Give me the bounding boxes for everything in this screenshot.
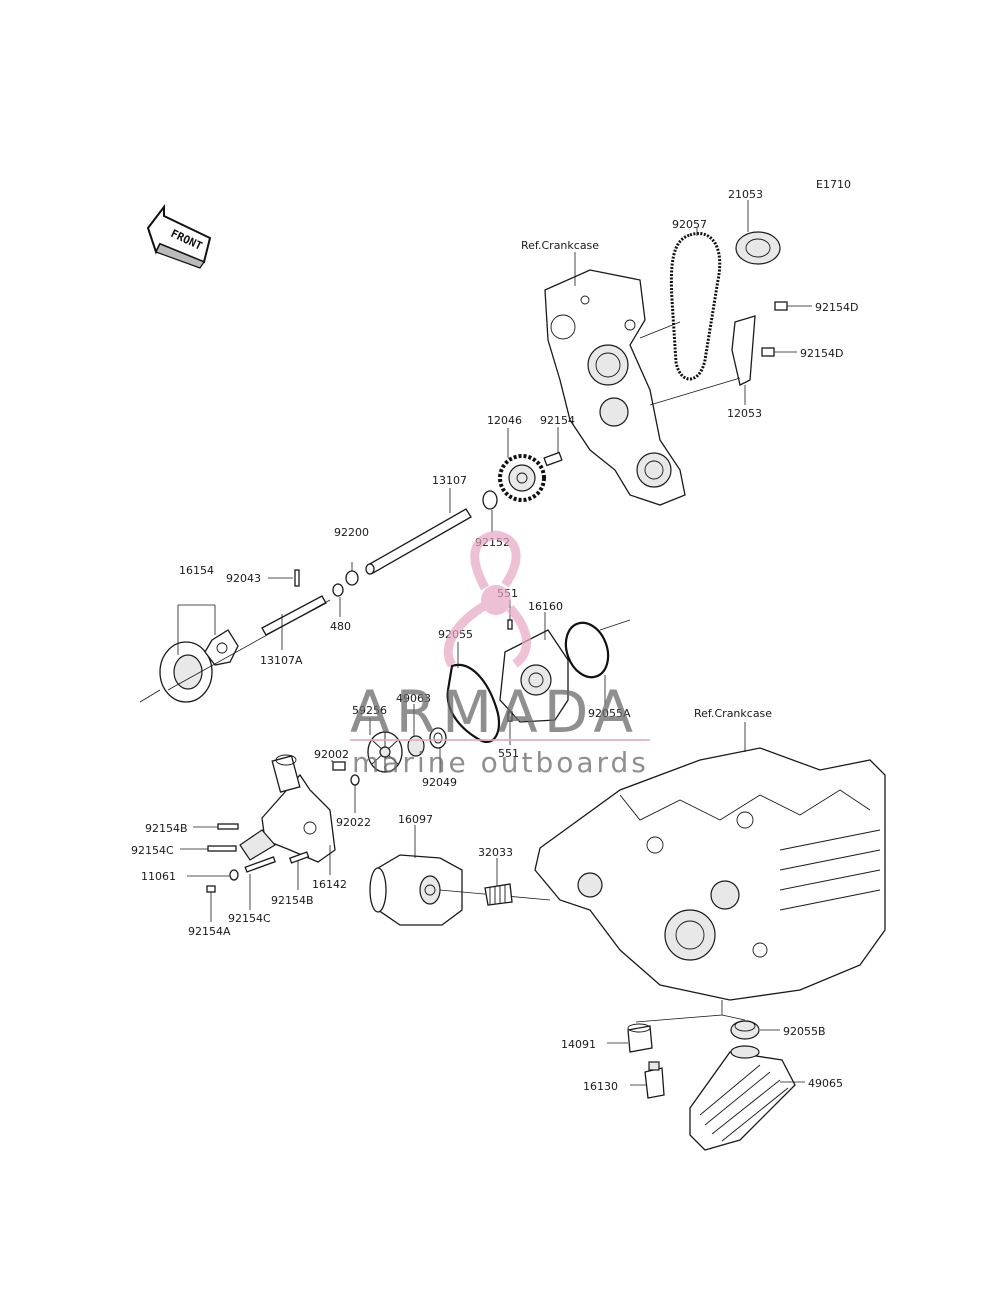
oil-filter-16097: [369, 854, 463, 926]
label-16154: 16154: [179, 564, 214, 577]
label-12053: 12053: [727, 407, 762, 420]
washer-11061: [229, 869, 239, 881]
label-92057: 92057: [672, 218, 707, 231]
label-92154D-upper: 92154D: [815, 301, 858, 314]
sleeve-14091: [627, 1023, 653, 1053]
sensor-16130: [644, 1061, 665, 1099]
bearing-92049: [429, 727, 447, 749]
label-92154D-lower: 92154D: [800, 347, 843, 360]
watermark-brand: ARMADA: [350, 678, 639, 746]
sprocket-21053: [735, 231, 781, 265]
pin-551-upper: [507, 619, 513, 630]
bolt-92002: [332, 761, 346, 771]
label-49065: 49065: [808, 1077, 843, 1090]
label-92200: 92200: [334, 526, 369, 539]
bolt-92154C-left: [207, 845, 237, 852]
label-92154B-upper: 92154B: [145, 822, 188, 835]
label-16142: 16142: [312, 878, 347, 891]
strainer-49065: [689, 1045, 796, 1151]
diagram-code: E1710: [816, 178, 851, 191]
oring-92055: [446, 663, 501, 743]
label-49063: 49063: [396, 692, 431, 705]
sprocket-12046: [498, 454, 546, 502]
front-arrow-icon: FRONT: [146, 204, 212, 269]
label-16160: 16160: [528, 600, 563, 613]
label-59256: 59256: [352, 704, 387, 717]
fitting-32033: [484, 883, 513, 906]
label-13107A: 13107A: [260, 654, 303, 667]
label-14091: 14091: [561, 1038, 596, 1051]
label-92022: 92022: [336, 816, 371, 829]
circlip-480: [332, 583, 344, 597]
label-92049: 92049: [422, 776, 457, 789]
ref-crankcase-lower: Ref.Crankcase: [694, 707, 772, 720]
cam-chain: [669, 232, 722, 381]
chain-guide-12053: [731, 315, 756, 386]
plug-92055B: [730, 1020, 760, 1040]
label-92154C-left: 92154C: [131, 844, 174, 857]
crankcase-cover: [544, 269, 686, 506]
label-92154B-lower: 92154B: [271, 894, 314, 907]
bolt-92154C-lower: [244, 856, 276, 873]
rotor-16154: [159, 629, 239, 703]
impeller-59256: [367, 731, 403, 773]
label-92154C-lower: 92154C: [228, 912, 271, 925]
pin-92043: [294, 569, 300, 587]
pin-551-lower: [507, 711, 513, 722]
bolt-92154D-lower: [761, 347, 797, 357]
label-16097: 16097: [398, 813, 433, 826]
label-32033: 32033: [478, 846, 513, 859]
bolt-92154: [543, 451, 563, 467]
label-92154A: 92154A: [188, 925, 231, 938]
oring-92055A: [564, 621, 610, 679]
label-12046: 12046: [487, 414, 522, 427]
shaft-13107: [365, 508, 472, 575]
lower-crankcase: [534, 747, 886, 1001]
label-16130: 16130: [583, 1080, 618, 1093]
label-92043: 92043: [226, 572, 261, 585]
washer-92152: [482, 490, 498, 510]
label-92154: 92154: [540, 414, 575, 427]
label-551-lower: 551: [498, 747, 519, 760]
watermark-tagline: marine outboards: [352, 746, 649, 779]
bolt-92154D-upper: [774, 301, 812, 311]
bolt-92154B-upper: [217, 823, 239, 830]
label-11061: 11061: [141, 870, 176, 883]
label-13107: 13107: [432, 474, 467, 487]
label-92055A: 92055A: [588, 707, 631, 720]
label-480: 480: [330, 620, 351, 633]
pump-cover-16160: [499, 629, 569, 723]
label-92055B: 92055B: [783, 1025, 826, 1038]
washer-92200: [345, 570, 359, 586]
pump-housing-16142: [239, 754, 336, 863]
bolt-92154A: [206, 885, 216, 893]
propeller-logo-icon: [443, 530, 531, 668]
watermark: ARMADA marine outboards: [350, 530, 650, 779]
shaft-13107A: [261, 595, 327, 636]
bolt-92154B-lower: [289, 851, 310, 864]
label-92002: 92002: [314, 748, 349, 761]
ref-crankcase-upper: Ref.Crankcase: [521, 239, 599, 252]
label-21053: 21053: [728, 188, 763, 201]
